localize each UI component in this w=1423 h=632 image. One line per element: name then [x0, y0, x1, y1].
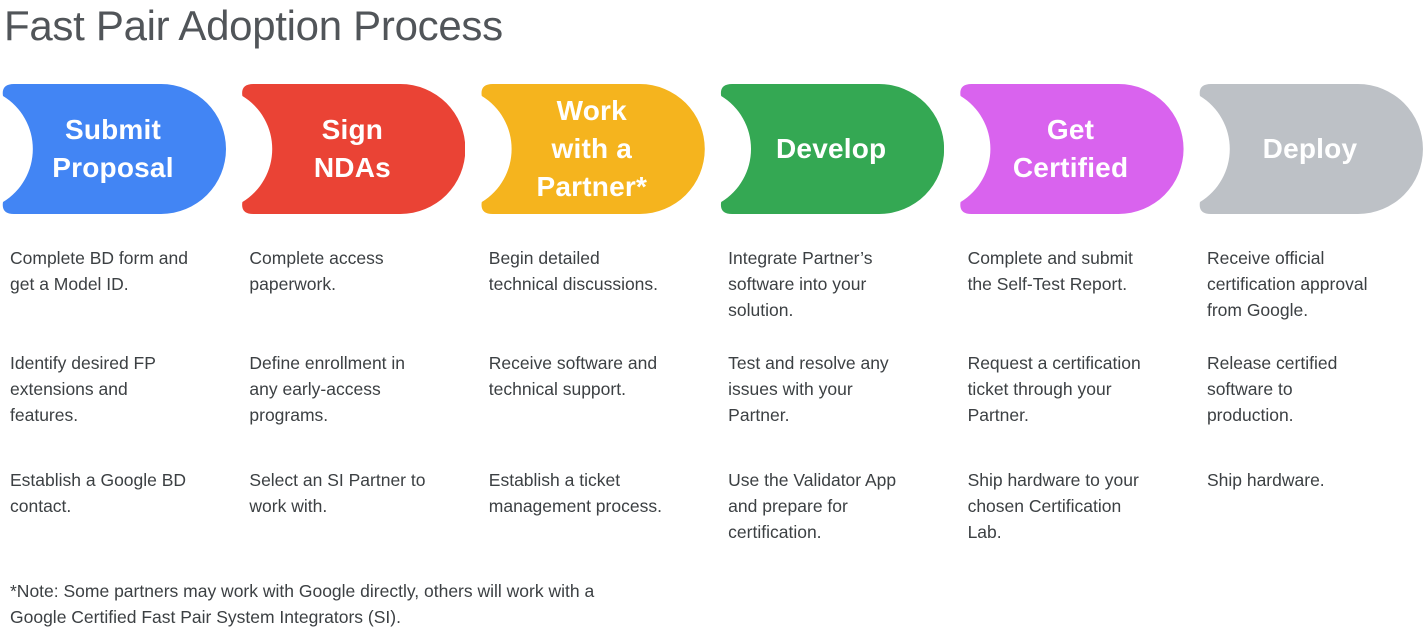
stage-pill-submit-proposal: Submit Proposal: [0, 84, 226, 214]
step-text: Release certified software to production…: [1206, 353, 1338, 425]
step-text: Receive software and technical support.: [488, 353, 658, 399]
step-text: Define enrollment in any early-access pr…: [249, 353, 406, 425]
step-text: Integrate Partner’s software into your s…: [728, 248, 873, 320]
step-text: Select an SI Partner to work with.: [249, 470, 426, 516]
stage-column-develop: Integrate Partner’s software into your s…: [718, 245, 944, 545]
stage-column-get-certified: Complete and submit the Self-Test Report…: [958, 245, 1184, 545]
step-text: Begin detailed technical discussions.: [488, 248, 659, 294]
page-title: Fast Pair Adoption Process: [4, 2, 503, 49]
stage-pill-sign-ndas: Sign NDAs: [239, 84, 465, 214]
stage-column-work-with-partner: Begin detailed technical discussions. Re…: [479, 245, 705, 545]
stage-label: Sign NDAs: [313, 113, 391, 183]
step-text: Request a certification ticket through y…: [967, 353, 1141, 425]
step-text: Establish a ticket management process.: [488, 470, 662, 516]
stage-label: Deploy: [1262, 132, 1358, 164]
stage-column-submit-proposal: Complete BD form and get a Model ID. Ide…: [0, 245, 226, 545]
stage-label: Work with a Partner*: [536, 94, 648, 203]
step-text: Receive official certification approval …: [1206, 248, 1368, 320]
step-text: Complete access paperwork.: [249, 248, 384, 294]
step-text: Complete BD form and get a Model ID.: [10, 248, 188, 294]
step-text: Use the Validator App and prepare for ce…: [728, 470, 897, 542]
stages-row: Submit Proposal Sign NDAs Work with a Pa…: [0, 84, 1423, 214]
step-text: Test and resolve any issues with your Pa…: [728, 353, 889, 425]
stage-label: Get Certified: [1012, 113, 1129, 183]
step-text: Establish a Google BD contact.: [10, 470, 187, 516]
stage-column-sign-ndas: Complete access paperwork. Define enroll…: [239, 245, 465, 545]
stage-pill-get-certified: Get Certified: [958, 84, 1184, 214]
stage-details-row: Complete BD form and get a Model ID. Ide…: [0, 245, 1423, 545]
step-text: Ship hardware to your chosen Certificati…: [967, 470, 1139, 542]
step-text: Identify desired FP extensions and featu…: [10, 353, 156, 425]
stage-pill-develop: Develop: [718, 84, 944, 214]
stage-pill-work-with-partner: Work with a Partner*: [479, 84, 705, 214]
stage-label: Submit Proposal: [52, 113, 174, 183]
step-text: Ship hardware.: [1206, 470, 1325, 490]
stage-pill-deploy: Deploy: [1197, 84, 1423, 214]
footnote: *Note: Some partners may work with Googl…: [10, 581, 595, 627]
step-text: Complete and submit the Self-Test Report…: [967, 248, 1133, 294]
stage-label: Develop: [776, 132, 887, 164]
stage-column-deploy: Receive official certification approval …: [1197, 245, 1423, 545]
